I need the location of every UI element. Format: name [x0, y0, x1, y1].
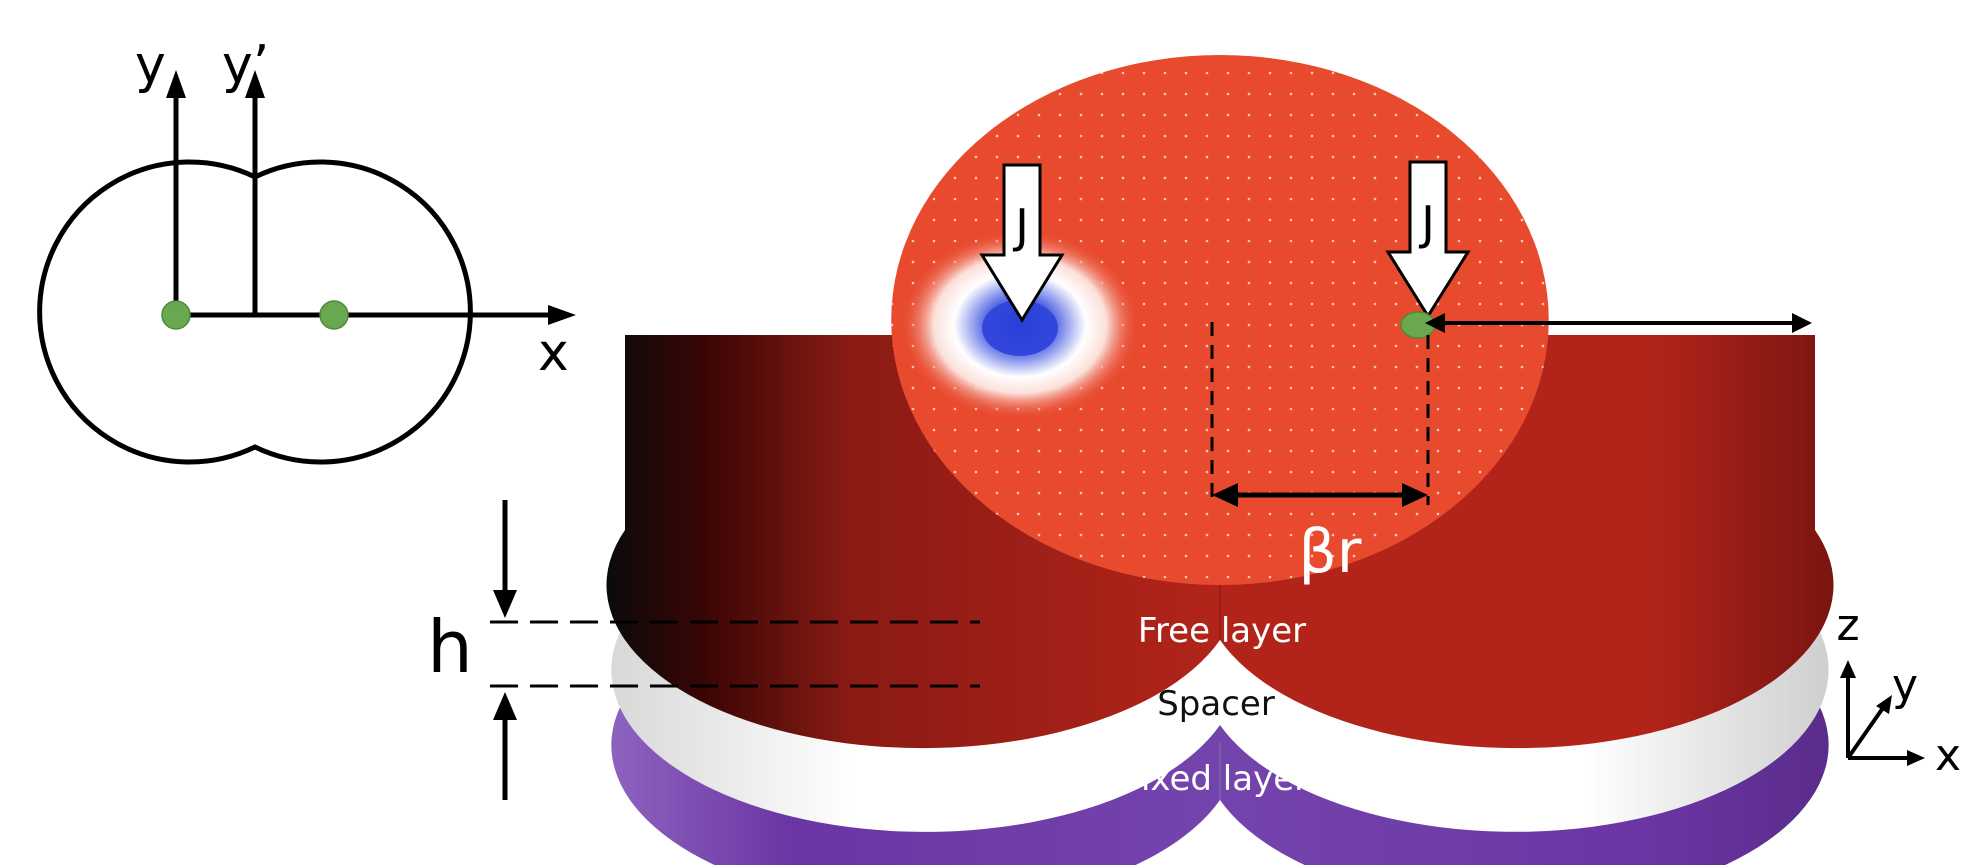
y-prime-axis-arrowhead	[245, 70, 265, 98]
spacer-label: Spacer	[1157, 684, 1275, 724]
radius-dimension: r	[1425, 250, 1812, 333]
origin-marker	[161, 300, 191, 330]
thickness-label: h	[427, 605, 473, 689]
x-axis-arrowhead	[548, 305, 576, 325]
current-arrow-left: J	[979, 163, 1065, 323]
triad-x-label: x	[1935, 730, 1961, 781]
current-arrow-right: J	[1385, 160, 1471, 319]
radius-label: r	[1606, 250, 1631, 320]
axes-triad: z y x	[1836, 600, 1961, 781]
inset-sketch: y y’ x	[37, 35, 576, 465]
inset-x-label: x	[538, 323, 569, 383]
free-layer-label: Free layer	[1138, 611, 1306, 651]
device-stack: Free layer Spacer Fixed layer	[606, 54, 1834, 865]
offset-marker	[319, 300, 349, 330]
triad-z-label: z	[1836, 600, 1859, 651]
skyrmion-core	[982, 300, 1058, 356]
thickness-annotation: h	[427, 500, 980, 800]
spacing-dimension: βr	[1210, 322, 1430, 587]
free-layer-top	[891, 54, 1549, 586]
inset-y-label: y	[135, 35, 166, 95]
inset-y-prime-label: y’	[222, 35, 269, 95]
current-label-left: J	[1012, 199, 1029, 253]
spacing-label: βr	[1299, 517, 1362, 587]
y-axis-arrowhead	[166, 70, 186, 98]
triad-y-label: y	[1892, 660, 1918, 711]
fixed-layer-label: Fixed layer	[1124, 759, 1308, 799]
current-label-right: J	[1418, 196, 1435, 250]
